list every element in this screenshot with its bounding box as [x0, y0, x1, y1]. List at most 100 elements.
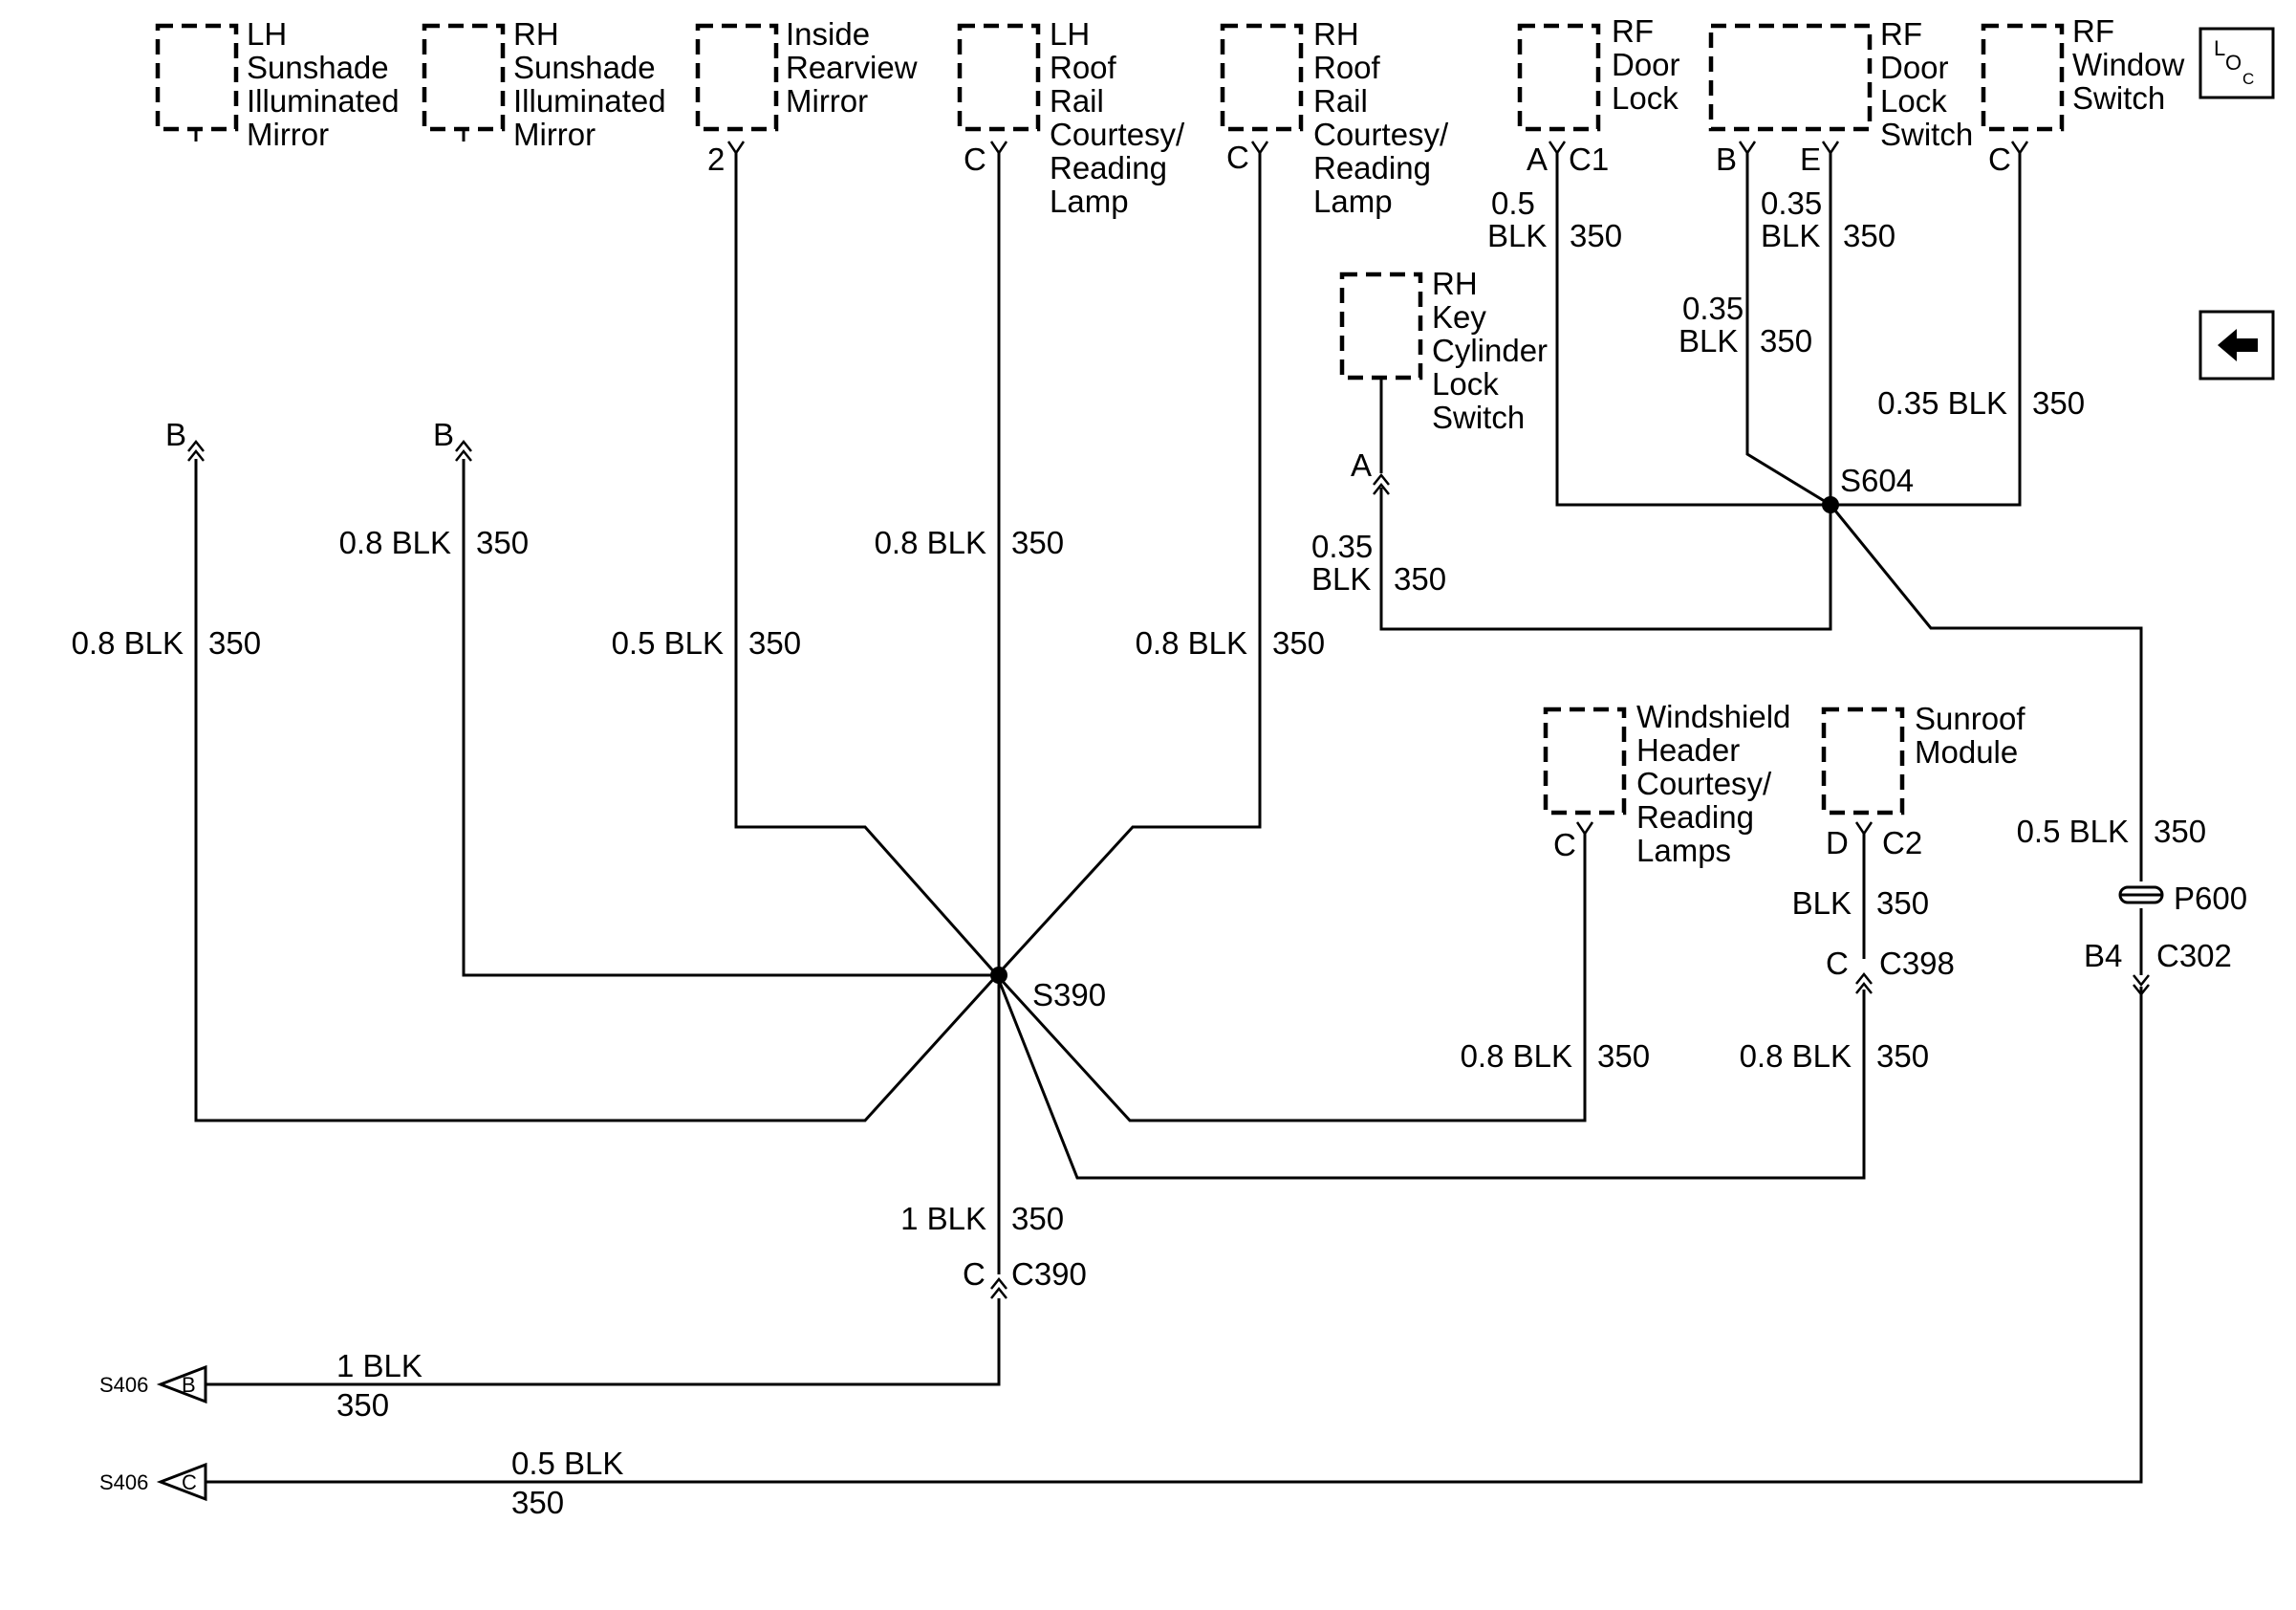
- component-label: Roof: [1050, 50, 1117, 85]
- component-label: Switch: [2072, 80, 2165, 116]
- pin-label: C: [963, 1256, 986, 1292]
- component-rh-roof-rail-lamp[interactable]: RH Roof Rail Courtesy/ Reading Lamp: [1220, 16, 1449, 219]
- circuit-label: 350: [1760, 323, 1812, 359]
- component-lh-sunshade-mirror[interactable]: LH Sunshade Illuminated Mirror: [155, 16, 400, 152]
- component-label: Header: [1636, 732, 1740, 768]
- component-label: Cylinder: [1432, 333, 1548, 368]
- component-label: RF: [1880, 16, 1922, 52]
- wire-size-label: 0.5: [1491, 185, 1535, 221]
- back-arrow-icon[interactable]: [2199, 310, 2275, 381]
- component-label: Key: [1432, 299, 1486, 335]
- component-label: Lock: [1432, 366, 1499, 402]
- splice-s390[interactable]: [990, 967, 1007, 984]
- wire-size-label: 0.5 BLK: [2017, 814, 2129, 849]
- connector-rf-door-lock-switch-e: [1821, 141, 1840, 156]
- component-label: Illuminated: [513, 83, 666, 119]
- wires: [194, 129, 2143, 1484]
- pin-label: C: [1553, 827, 1576, 862]
- component-label: RH: [1313, 16, 1359, 52]
- offpage-pin: B: [182, 1373, 196, 1397]
- component-locator-icon[interactable]: L O C: [2199, 27, 2275, 99]
- component-rh-key-cylinder-lock-switch[interactable]: RH Key Cylinder Lock Switch: [1339, 266, 1548, 435]
- wire-size-label: BLK: [1792, 885, 1852, 921]
- pin-label: B: [433, 417, 454, 452]
- component-inside-rearview-mirror[interactable]: Inside Rearview Mirror: [695, 16, 918, 132]
- circuit-label: 350: [1011, 1201, 1064, 1236]
- component-label: Lock: [1880, 83, 1947, 119]
- component-label: RH: [513, 16, 559, 52]
- wire-size-label: 0.35 BLK: [1877, 385, 2007, 421]
- pin-label: C: [964, 141, 986, 177]
- component-label: Windshield: [1636, 699, 1790, 734]
- wire-size-label: BLK: [1311, 561, 1371, 597]
- component-label: Mirror: [513, 117, 596, 152]
- circuit-label: 350: [1570, 218, 1622, 253]
- component-rf-door-lock[interactable]: RF Door Lock: [1517, 13, 1680, 132]
- component-label: Sunroof: [1915, 701, 2025, 736]
- pin-label: C: [1226, 140, 1249, 175]
- circuit-label: 350: [2032, 385, 2085, 421]
- component-label: Lamps: [1636, 833, 1731, 868]
- component-label: Lamp: [1050, 184, 1129, 219]
- component-label: Module: [1915, 734, 2018, 770]
- connector-label-c398: C398: [1879, 946, 1955, 981]
- wire-s604-to-p600: [1829, 504, 2143, 881]
- pin-label: B: [1716, 141, 1737, 177]
- component-rf-window-switch[interactable]: RF Window Switch: [1981, 13, 2185, 132]
- component-rh-sunshade-mirror[interactable]: RH Sunshade Illuminated Mirror: [422, 16, 666, 152]
- connector-symbols: [187, 141, 2164, 1299]
- passthrough-label-p600: P600: [2174, 881, 2247, 916]
- pin-label: A: [1527, 141, 1548, 177]
- wire-rf-door-lock-switch-e: [1379, 153, 1832, 631]
- wire-size-label: 0.35: [1682, 291, 1744, 326]
- component-label: Mirror: [247, 117, 329, 152]
- offpage-connector-s406-b[interactable]: B S406: [99, 1364, 207, 1404]
- circuit-label: 350: [1876, 885, 1929, 921]
- component-label: LH: [247, 16, 287, 52]
- wire-rf-window-switch: [1830, 153, 2022, 507]
- component-label: Illuminated: [247, 83, 400, 119]
- component-label: Courtesy/: [1313, 117, 1449, 152]
- connector-sunroof-module: [1854, 821, 1874, 837]
- component-label: Courtesy/: [1050, 117, 1185, 152]
- component-label: Switch: [1880, 117, 1973, 152]
- wire-size-label: 1 BLK: [900, 1201, 986, 1236]
- wire-size-label: 0.8 BLK: [1136, 625, 1247, 661]
- wire-c390-to-s406b: [206, 1298, 1001, 1386]
- wire-size-label: 0.8 BLK: [875, 525, 986, 560]
- connector-label-c302: C302: [2156, 938, 2232, 973]
- wire-size-label: 0.35: [1761, 185, 1822, 221]
- wire-size-label: BLK: [1761, 218, 1820, 253]
- component-windshield-header-lamps[interactable]: Windshield Header Courtesy/ Reading Lamp…: [1543, 699, 1790, 868]
- connector-rf-door-lock-switch-b: [1738, 141, 1757, 156]
- pin-label: C: [1988, 141, 2011, 177]
- connector-rh-roof-lamp: [1250, 141, 1269, 156]
- component-sunroof-module[interactable]: Sunroof Module: [1821, 701, 2025, 816]
- wire-rh-roof-lamp: [995, 153, 1262, 977]
- passthrough-p600: [2118, 885, 2164, 904]
- circuit-label: 350: [1011, 525, 1064, 560]
- offpage-connector-s406-c[interactable]: C S406: [99, 1462, 207, 1502]
- connector-inside-mirror: [726, 141, 746, 156]
- component-label: Door: [1880, 50, 1949, 85]
- circuit-label: 350: [1843, 218, 1895, 253]
- wire-rh-sunshade: [462, 129, 997, 977]
- component-label: Roof: [1313, 50, 1381, 85]
- component-lh-roof-rail-lamp[interactable]: LH Roof Rail Courtesy/ Reading Lamp: [957, 16, 1185, 219]
- wire-size-label: 1 BLK: [336, 1348, 422, 1383]
- component-label: Switch: [1432, 400, 1525, 435]
- wire-lh-sunshade: [194, 129, 999, 1122]
- pin-label: E: [1800, 141, 1821, 177]
- wire-inside-mirror: [734, 153, 999, 976]
- splice-s604[interactable]: [1822, 496, 1839, 513]
- connector-lh-sunshade-b: [187, 439, 205, 462]
- wire-size-label: 0.8 BLK: [72, 625, 184, 661]
- wire-size-label: BLK: [1679, 323, 1738, 359]
- wire-rf-door-lock: [1555, 153, 1830, 507]
- loc-icon-letter: O: [2225, 51, 2242, 75]
- component-rf-door-lock-switch[interactable]: RF Door Lock Switch: [1708, 16, 1973, 152]
- circuit-label: 350: [1272, 625, 1325, 661]
- circuit-label: 350: [748, 625, 801, 661]
- offpage-ref: S406: [99, 1373, 148, 1397]
